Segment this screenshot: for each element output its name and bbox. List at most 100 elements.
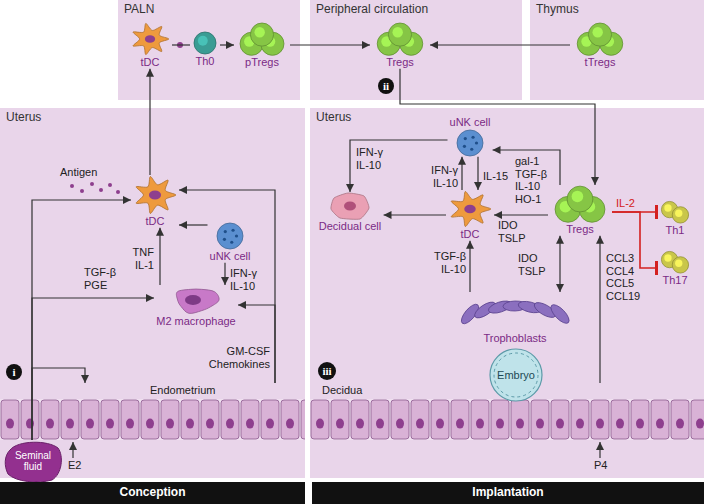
cell-node: Tregs <box>370 22 430 69</box>
cell-node: uNK cell <box>448 116 493 157</box>
label-text: Antigen <box>60 166 97 179</box>
callout-text: ii <box>383 81 389 92</box>
panel-title: Uterus <box>310 108 704 128</box>
layer-label: Endometrium <box>150 384 215 397</box>
hormone-arrow <box>72 442 73 458</box>
region-panel: Peripheral circulationTregs <box>310 0 522 100</box>
cell-node: Th0 <box>190 31 220 68</box>
signal-label: IFN-γ IL-10 <box>230 267 266 292</box>
label-text: IFN-γ IL-10 <box>230 267 266 292</box>
signal-label: E2 <box>68 459 81 472</box>
callout-number: i <box>6 364 22 380</box>
fluid-blob: Seminal fluid <box>4 440 62 482</box>
epithelium-cells <box>310 399 704 440</box>
cell-node: tTregs <box>570 22 630 69</box>
signal-arrow <box>494 214 548 215</box>
cell-icon <box>172 285 220 315</box>
label-text: IL-15 <box>483 170 508 183</box>
label-text: IDO TSLP <box>498 219 534 244</box>
label-text: P4 <box>594 459 607 472</box>
signal-arrow <box>350 140 448 192</box>
signal-label: IDO TSLP <box>518 252 554 277</box>
signal-arrow <box>220 44 234 45</box>
cell-label: Th0 <box>190 55 220 68</box>
cell-node: M2 macrophage <box>154 285 238 328</box>
signal-arrow <box>400 69 595 185</box>
cell-label: M2 macrophage <box>154 315 238 328</box>
signal-arrow <box>493 150 561 185</box>
signal-label: CCL3 CCL4 CCL5 CCL19 <box>606 252 642 303</box>
signal-arrow <box>477 157 478 190</box>
cell-icon <box>572 22 628 56</box>
label-text: CCL3 CCL4 CCL5 CCL19 <box>606 252 642 303</box>
signal-arrow <box>224 263 225 285</box>
label-text: IFN-γ IL-10 <box>356 146 392 171</box>
embryo-label: Embryo <box>497 369 535 382</box>
label-text: IFN-γ IL-10 <box>420 164 458 189</box>
callout-number: ii <box>378 78 394 94</box>
signal-arrow <box>32 200 131 440</box>
cell-icon <box>460 292 570 332</box>
signal-arrow <box>32 298 154 440</box>
label-text: TGF-β IL-10 <box>428 250 466 275</box>
layer-label: Decidua <box>322 384 362 397</box>
epithelium-cells <box>0 399 305 440</box>
cell-label: Th17 <box>658 274 692 287</box>
cell-node: pTregs <box>234 22 290 69</box>
signal-label: Antigen <box>60 166 97 179</box>
cell-icon <box>214 222 246 250</box>
cell-label: Decidual cell <box>317 220 384 233</box>
inhibition-line <box>612 211 658 213</box>
embryo-node: Embryo <box>488 348 544 402</box>
signal-arrow <box>238 305 275 383</box>
panel-title: Thymus <box>530 0 704 20</box>
cell-icon <box>660 250 690 274</box>
signal-arrow <box>172 44 190 45</box>
panel-title: PALN <box>118 0 300 20</box>
signal-arrow <box>430 44 570 45</box>
signal-arrow <box>384 214 447 215</box>
cell-label: Tregs <box>548 223 612 236</box>
signal-arrow <box>599 236 600 383</box>
cell-label: tDC <box>131 215 179 228</box>
phase-label: Implantation <box>472 486 543 500</box>
signal-label: IL-2 <box>616 197 635 210</box>
cell-label: pTregs <box>234 56 290 69</box>
label-text: E2 <box>68 459 81 472</box>
signal-label: IFN-γ IL-10 <box>420 164 458 189</box>
cell-icon <box>236 22 288 56</box>
phase-label: Conception <box>120 486 186 500</box>
label-text: GM-CSF Chemokines <box>208 345 270 370</box>
cell-label: tTregs <box>570 56 630 69</box>
cell-icon <box>660 200 690 224</box>
signal-label: TGF-β IL-10 <box>428 250 466 275</box>
signal-arrow <box>179 224 208 225</box>
signal-label: gal-1 TGF-β IL-10 HO-1 <box>515 155 555 206</box>
panel-title: Uterus <box>0 108 305 128</box>
cell-icon <box>550 185 610 223</box>
cell-node: Decidual cell <box>317 192 384 233</box>
panel-title: Peripheral circulation <box>310 0 522 20</box>
epithelium-band: Endometrium <box>0 383 305 440</box>
cell-label: tDC <box>446 228 494 241</box>
signal-label: P4 <box>594 459 607 472</box>
phase-bar: Implantation <box>312 482 704 504</box>
cell-label: Th1 <box>658 224 692 237</box>
signal-label: TGF-β PGE <box>84 266 120 291</box>
cell-label: uNK cell <box>448 116 493 129</box>
hormone-arrow <box>599 442 600 458</box>
signal-label: IL-15 <box>483 170 508 183</box>
cell-label: Tregs <box>370 56 430 69</box>
signal-arrow <box>290 44 370 45</box>
synapse-dot <box>177 42 183 48</box>
cell-node: Trophoblasts <box>458 292 572 345</box>
label-text: IDO TSLP <box>518 252 554 277</box>
signal-arrow <box>159 228 160 285</box>
cell-node: tDC <box>446 190 494 241</box>
signal-label: TNF IL-1 <box>120 246 154 271</box>
cell-node: Tregs <box>548 185 612 236</box>
label-text: TNF IL-1 <box>120 246 154 271</box>
label-text: IL-2 <box>616 197 635 210</box>
